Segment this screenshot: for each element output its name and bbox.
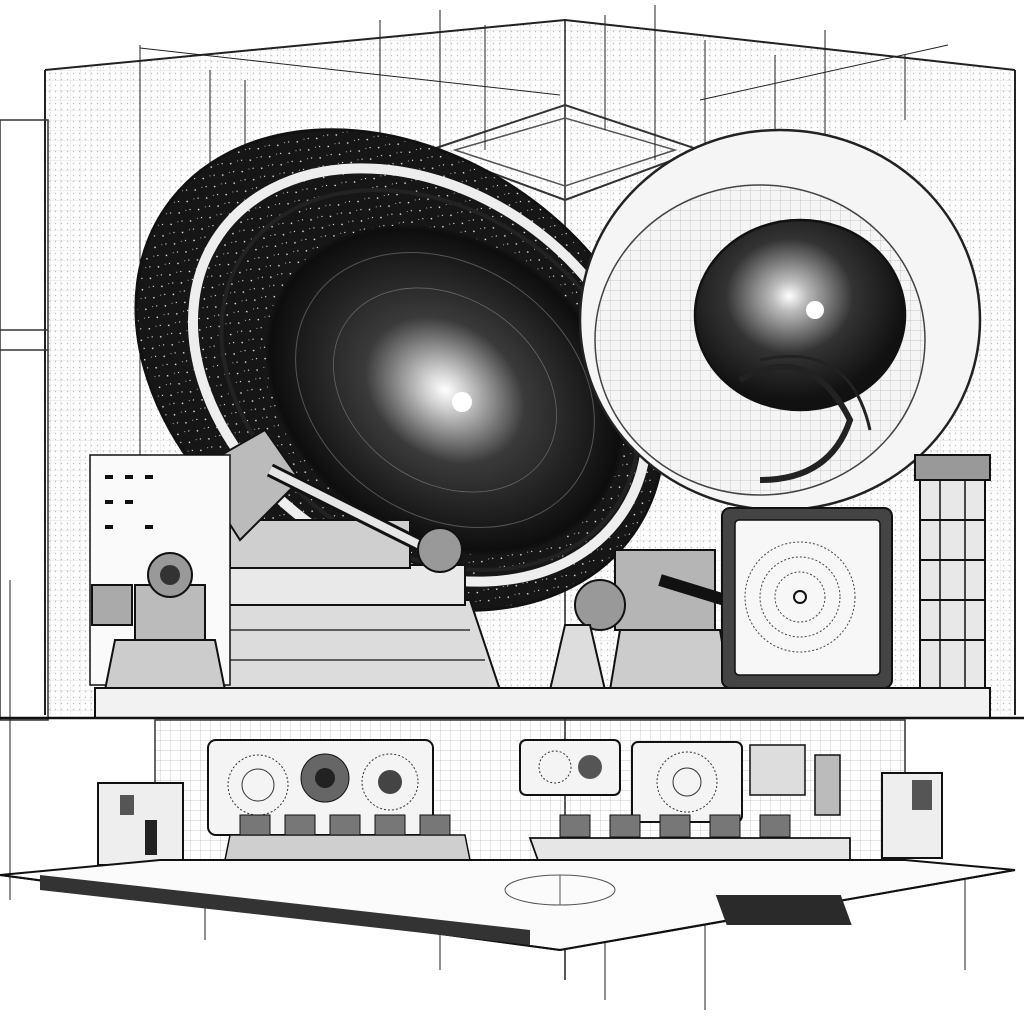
small-left-mount	[91, 552, 227, 691]
wall-display-left	[207, 739, 434, 836]
wall-display-middle	[519, 739, 621, 796]
right-cabinet	[881, 772, 943, 859]
right-antenna-dish	[578, 128, 982, 512]
wall-display-right	[631, 741, 743, 823]
left-cabinet	[97, 782, 184, 866]
upper-deck	[0, 687, 1024, 720]
monitor-screen	[721, 507, 893, 689]
right-robotic-mount	[548, 549, 732, 691]
floor-platform	[0, 859, 1016, 952]
equipment-tower	[914, 454, 991, 689]
